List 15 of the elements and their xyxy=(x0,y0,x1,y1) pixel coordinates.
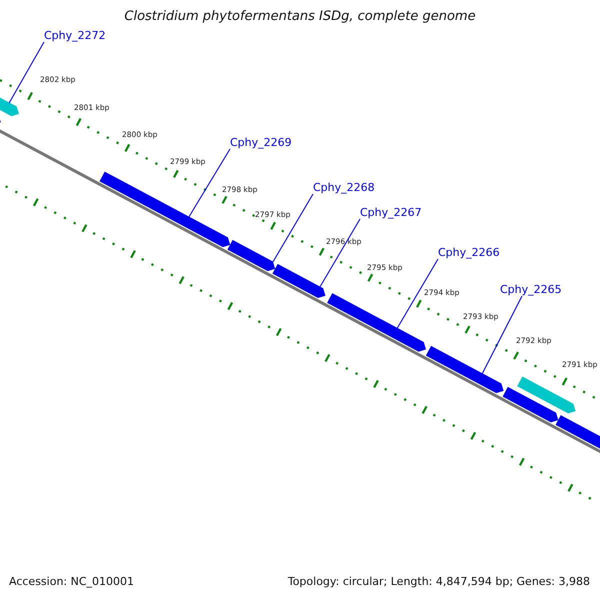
leader-line xyxy=(396,258,438,329)
leader-line xyxy=(482,296,522,374)
gene-label: Cphy_2266 xyxy=(438,246,500,259)
genome-info-text: Topology: circular; Length: 4,847,594 bp; Genes: 3,988 xyxy=(288,575,590,588)
gene-label: Cphy_2272 xyxy=(44,29,106,42)
gene-label: Cphy_2268 xyxy=(313,181,375,194)
gene-label: Cphy_2269 xyxy=(230,136,292,149)
leader-line xyxy=(319,218,360,288)
leader-line xyxy=(272,194,314,262)
diagram-title: Clostridium phytofermentans ISDg, complete genome xyxy=(123,9,477,24)
accession-text: Accession: NC_010001 xyxy=(9,575,134,588)
gene-label: Cphy_2265 xyxy=(500,283,562,296)
leader-line xyxy=(188,148,230,218)
leader-line xyxy=(8,42,44,104)
gene-label: Cphy_2267 xyxy=(360,206,422,219)
